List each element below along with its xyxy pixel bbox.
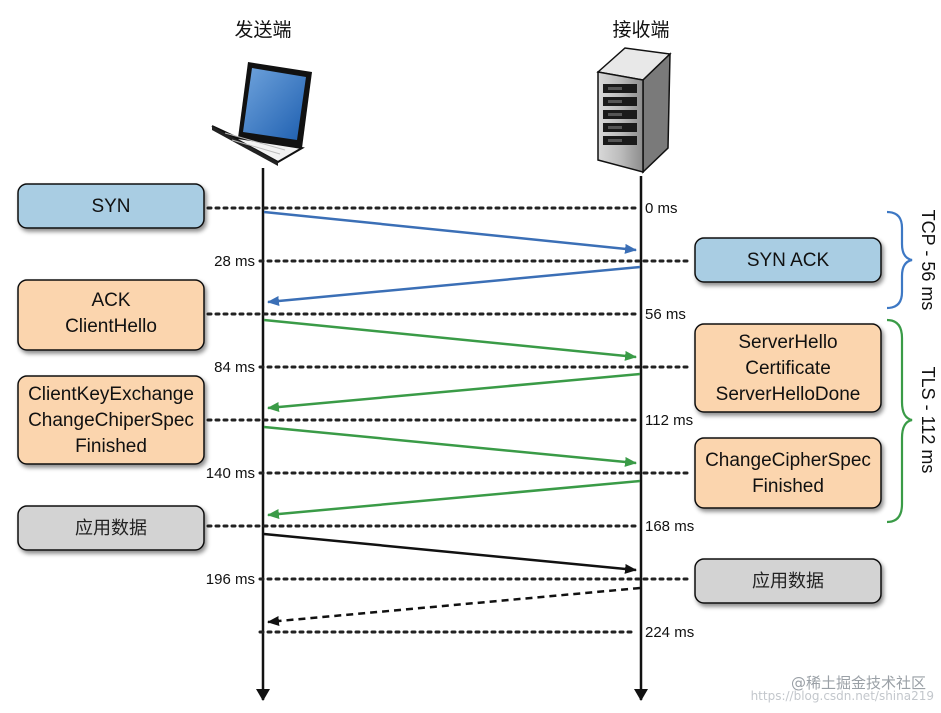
arrow-client-key	[263, 425, 637, 467]
box-ack-line-1: ACK	[91, 290, 130, 311]
arrow-syn-ack	[267, 265, 641, 306]
arrow-client-hello	[263, 318, 637, 361]
tcp-brace	[886, 210, 913, 310]
sender-title: 发送端	[234, 19, 291, 41]
box-client-key-line-2: ChangeChiperSpec	[28, 410, 194, 431]
time-label-168: 168 ms	[645, 518, 694, 535]
laptop-icon	[211, 62, 312, 166]
arrow-app-data-out	[263, 532, 637, 574]
box-change-cipher-line-2: Finished	[752, 476, 824, 497]
time-label-0: 0 ms	[645, 200, 678, 217]
box-app-data-left: 应用数据	[17, 505, 205, 551]
box-app-data-right-label: 应用数据	[752, 571, 824, 592]
box-server-hello-line-1: ServerHello	[738, 332, 837, 353]
tls-brace	[886, 318, 913, 524]
box-app-data-left-label: 应用数据	[75, 518, 147, 539]
box-syn-ack: SYN ACK	[694, 237, 882, 283]
box-server-hello-line-3: ServerHelloDone	[716, 384, 861, 405]
time-label-56: 56 ms	[645, 306, 686, 323]
box-client-key-line-3: Finished	[75, 436, 147, 457]
box-syn-line-1: SYN	[91, 196, 130, 217]
tls-brace-label: TLS - 112 ms	[918, 367, 938, 474]
watermark-url: https://blog.csdn.net/shina219	[751, 689, 934, 703]
box-client-key-line-1: ClientKeyExchange	[28, 384, 194, 405]
server-icon	[596, 47, 672, 174]
watermark-brand: @稀土掘金技术社区	[791, 674, 926, 692]
time-label-196: 196 ms	[206, 571, 255, 588]
time-label-140: 140 ms	[206, 465, 255, 482]
time-label-28: 28 ms	[214, 253, 255, 270]
box-syn-ack-line-1: SYN ACK	[747, 250, 830, 271]
box-change-cipher-spec: ChangeCipherSpec Finished	[694, 437, 882, 509]
arrow-change-cipher	[267, 479, 641, 519]
box-ack-client-hello: ACK ClientHello	[17, 279, 205, 351]
time-label-84: 84 ms	[214, 359, 255, 376]
box-syn: SYN	[17, 183, 205, 229]
receiver-title: 接收端	[612, 19, 669, 41]
arrow-server-hello	[267, 372, 641, 412]
arrow-syn	[263, 210, 637, 254]
box-server-hello: ServerHello Certificate ServerHelloDone	[694, 323, 882, 413]
box-change-cipher-line-1: ChangeCipherSpec	[705, 450, 871, 471]
box-ack-line-2: ClientHello	[65, 316, 157, 337]
time-label-224: 224 ms	[645, 624, 694, 641]
box-client-key-exchange: ClientKeyExchange ChangeChiperSpec Finis…	[17, 375, 205, 465]
arrow-app-data-back	[267, 586, 641, 626]
box-app-data-right: 应用数据	[694, 558, 882, 604]
tcp-brace-label: TCP - 56 ms	[918, 210, 938, 311]
time-label-112: 112 ms	[645, 412, 693, 429]
box-server-hello-line-2: Certificate	[745, 358, 831, 379]
